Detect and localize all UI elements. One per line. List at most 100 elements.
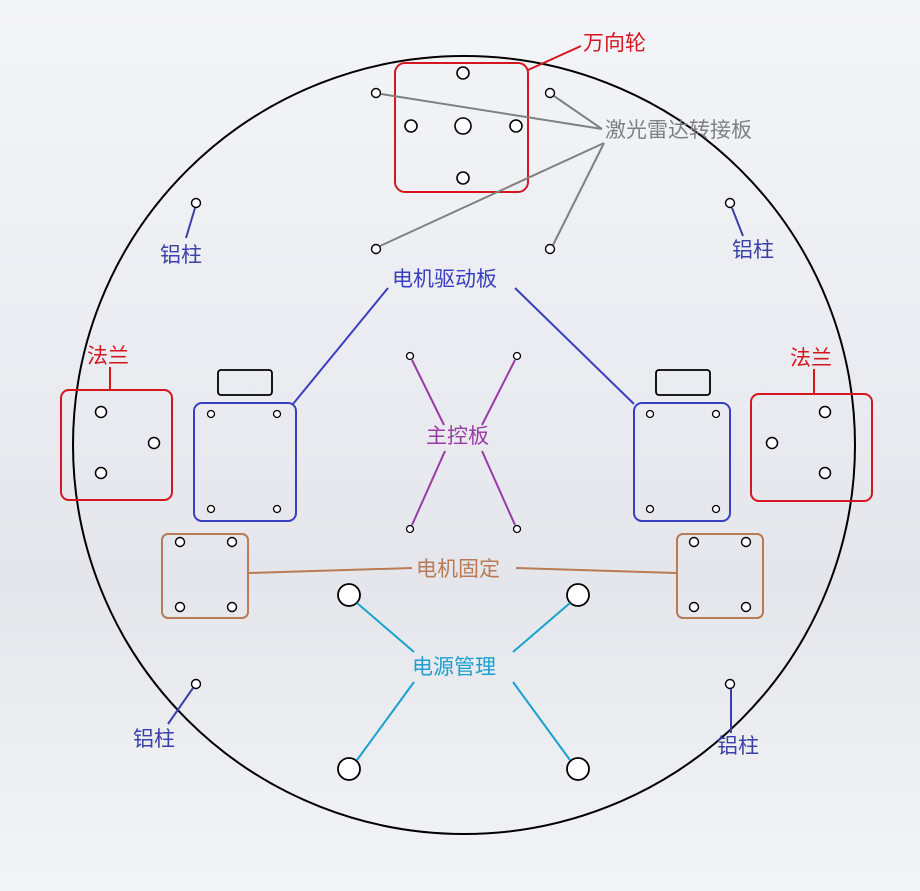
motor-mount-group: 电机固定	[161, 533, 764, 619]
al-pillar-bottom-left: 铝柱	[133, 678, 202, 751]
mounting-hole	[174, 601, 186, 613]
power-hole-br	[566, 757, 590, 781]
lidar-hole-bl	[370, 243, 382, 255]
flange-box	[750, 393, 873, 502]
motor-mount-leader-right	[515, 567, 678, 574]
pillar-hole	[724, 678, 736, 690]
mounting-hole	[272, 504, 282, 514]
power-leader-tl	[356, 602, 415, 653]
caster-label: 万向轮	[583, 31, 646, 55]
mounting-hole	[740, 536, 752, 548]
main-leader-bl	[411, 450, 446, 526]
outline-box	[161, 533, 249, 619]
mounting-hole	[645, 504, 655, 514]
power-leader-tr	[512, 602, 571, 653]
mounting-hole	[740, 601, 752, 613]
pillar-label: 铝柱	[717, 734, 759, 758]
flange-left: 法兰	[60, 344, 173, 501]
mounting-hole	[512, 524, 522, 534]
pillar-hole	[190, 678, 202, 690]
motor-driver-left	[193, 369, 297, 522]
mounting-hole	[818, 466, 832, 480]
caster-leader	[527, 45, 582, 71]
lidar-hole-tl	[370, 87, 382, 99]
driver-board-left	[193, 402, 297, 522]
motor-driver-leader-left	[292, 287, 389, 405]
mounting-hole	[174, 536, 186, 548]
power-leader-br	[512, 681, 571, 761]
pillar-leader	[185, 207, 196, 239]
pillar-hole	[724, 197, 736, 209]
motor-mount-left	[161, 533, 249, 619]
motor-mount-label: 电机固定	[416, 557, 500, 581]
pillar-label: 铝柱	[732, 238, 774, 262]
mounting-hole	[711, 504, 721, 514]
flange-right: 法兰	[750, 346, 873, 502]
lidar-leader-bl	[379, 142, 605, 247]
motor-driver-group: 电机驱动板	[193, 267, 731, 522]
pillar-label: 铝柱	[160, 243, 202, 267]
mounting-hole	[405, 351, 415, 361]
mounting-hole	[272, 409, 282, 419]
mounting-hole	[688, 601, 700, 613]
caster-hole-center	[454, 117, 472, 135]
mounting-hole	[405, 524, 415, 534]
motor-driver-right	[633, 369, 731, 522]
pillar-leader	[731, 207, 744, 237]
pillar-hole	[190, 197, 202, 209]
flange-box	[60, 389, 173, 501]
caster-hole-right	[509, 119, 523, 133]
mounting-hole	[512, 351, 522, 361]
motor-mount-right	[676, 533, 764, 619]
outline-box	[676, 533, 764, 619]
main-leader-tr	[481, 359, 516, 426]
motor-driver-label: 电机驱动板	[392, 267, 497, 291]
lidar-hole-br	[544, 243, 556, 255]
motor-driver-leader-right	[514, 287, 635, 405]
mounting-hole	[688, 536, 700, 548]
mounting-hole	[818, 405, 832, 419]
power-leader-bl	[356, 681, 415, 761]
lidar-leader-tr	[553, 95, 603, 130]
main-board-label: 主控板	[426, 424, 489, 448]
main-board-group: 主控板	[405, 351, 522, 534]
caster-group: 万向轮	[394, 31, 646, 193]
al-pillar-bottom-right: 铝柱	[717, 678, 759, 758]
connector-left	[217, 369, 273, 396]
lidar-leader-br	[552, 142, 605, 246]
main-leader-tl	[411, 359, 445, 426]
lidar-hole-tr	[544, 87, 556, 99]
mounting-hole	[147, 436, 161, 450]
connector-right	[655, 369, 711, 396]
driver-board-right	[633, 402, 731, 522]
lidar-adapter-group: 激光雷达转接板	[370, 87, 752, 255]
mounting-hole	[94, 466, 108, 480]
flange-label: 法兰	[87, 344, 129, 368]
caster-hole-top	[456, 66, 470, 80]
pillar-label: 铝柱	[133, 727, 175, 751]
power-mgmt-group: 电源管理	[337, 583, 590, 781]
power-hole-tl	[337, 583, 361, 607]
flange-label: 法兰	[790, 346, 832, 370]
mounting-hole	[226, 601, 238, 613]
caster-box	[394, 62, 529, 193]
mounting-hole	[711, 409, 721, 419]
chassis-plate	[72, 55, 856, 835]
power-hole-tr	[566, 583, 590, 607]
mounting-hole	[206, 409, 216, 419]
al-pillar-top-left: 铝柱	[160, 197, 202, 267]
mounting-hole	[226, 536, 238, 548]
lidar-label: 激光雷达转接板	[605, 118, 752, 142]
mounting-hole	[206, 504, 216, 514]
caster-hole-bottom	[456, 171, 470, 185]
mounting-hole	[765, 436, 779, 450]
power-hole-bl	[337, 757, 361, 781]
pillar-leader	[167, 687, 194, 725]
mounting-hole	[94, 405, 108, 419]
mounting-hole	[645, 409, 655, 419]
power-mgmt-label: 电源管理	[412, 655, 496, 679]
lidar-leader-tl	[380, 93, 603, 130]
al-pillar-top-right: 铝柱	[724, 197, 774, 262]
caster-hole-left	[404, 119, 418, 133]
